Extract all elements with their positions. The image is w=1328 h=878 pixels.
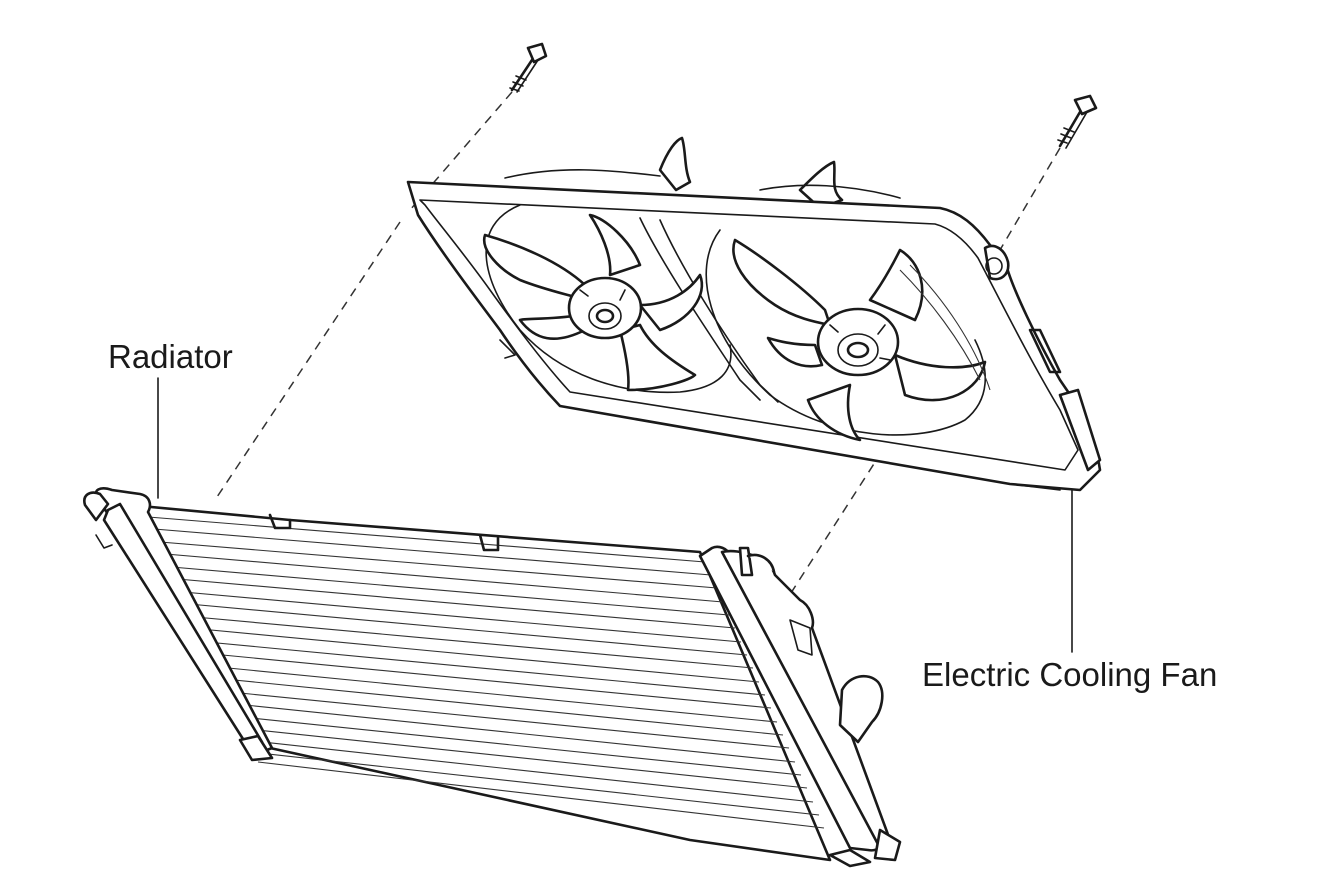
label-leaders bbox=[157, 377, 1073, 653]
mounting-screw-left bbox=[509, 42, 548, 93]
electric-cooling-fan-label: Electric Cooling Fan bbox=[922, 656, 1217, 693]
right-fan-blades bbox=[732, 238, 987, 442]
mounting-screw-right bbox=[1057, 94, 1098, 149]
radiator-label: Radiator bbox=[108, 338, 233, 375]
left-fan-blades bbox=[482, 213, 704, 392]
radiator-core-fins bbox=[135, 515, 825, 829]
radiator-assembly bbox=[83, 487, 902, 868]
electric-cooling-fan-assembly bbox=[406, 136, 1102, 492]
